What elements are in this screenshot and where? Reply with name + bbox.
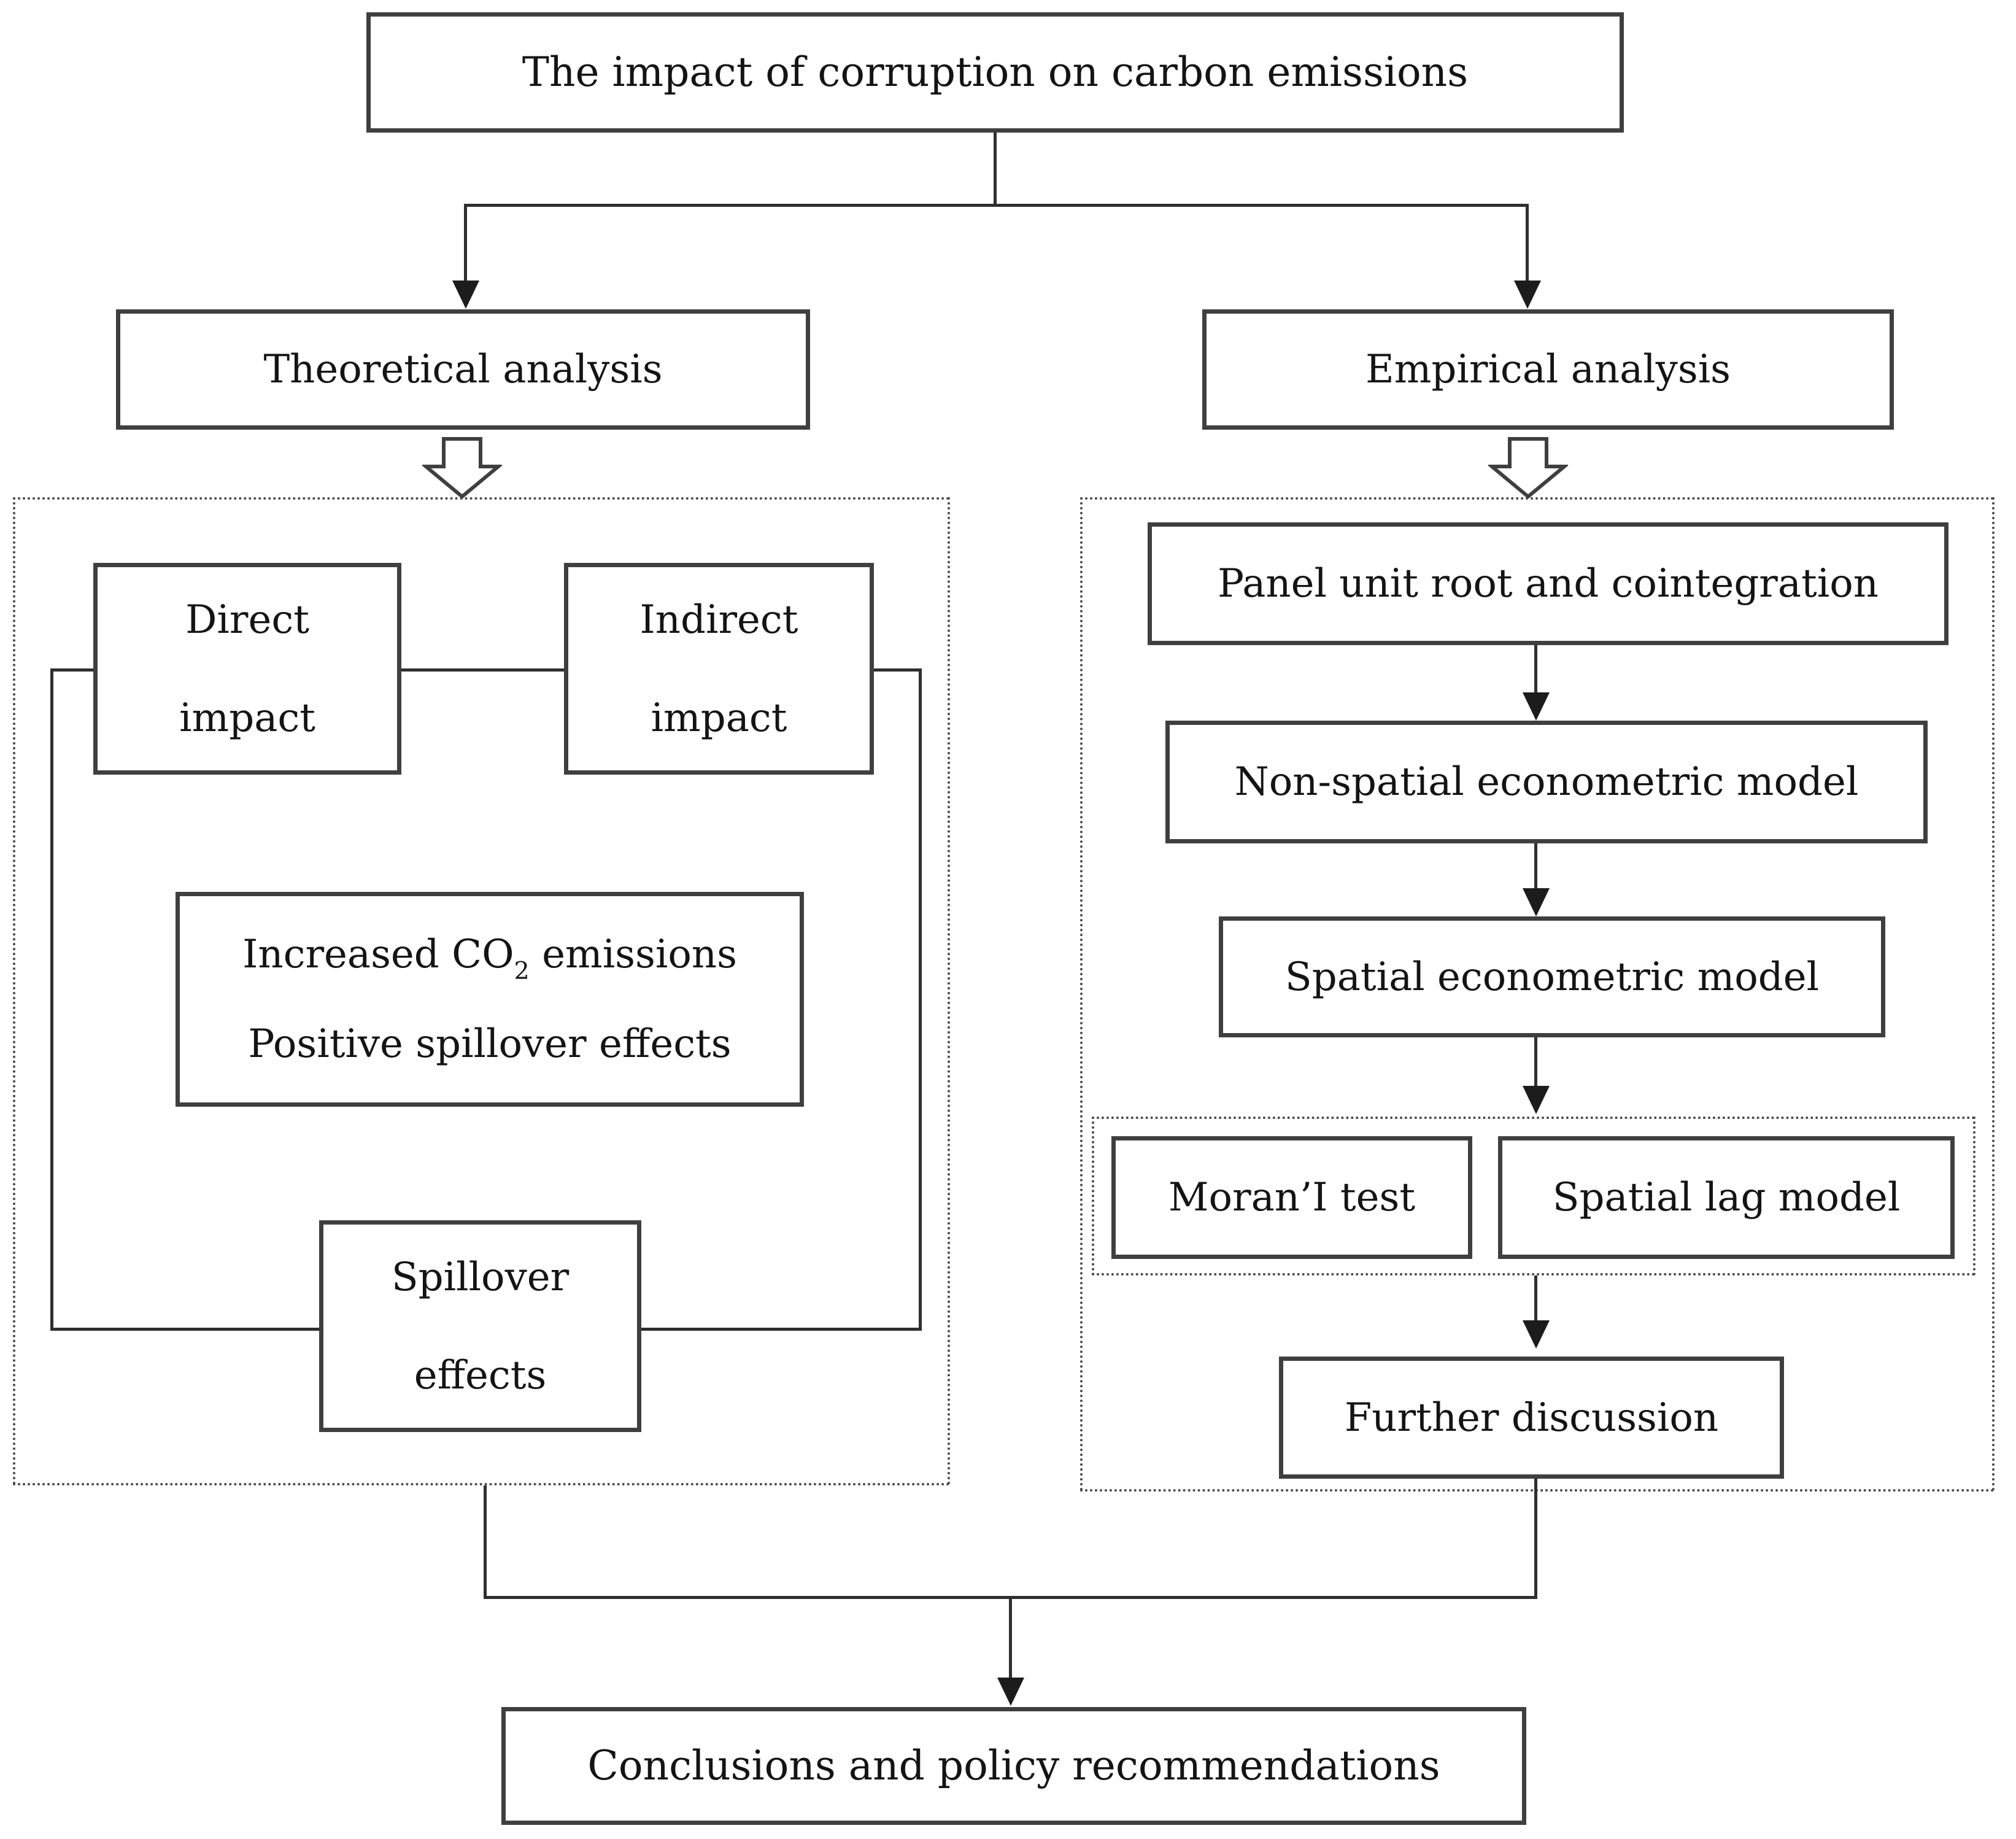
block-arrow-empirical-icon: [1488, 437, 1568, 498]
arrow-line-4: [1534, 1276, 1537, 1323]
direct-impact-label: Direct impact: [179, 597, 315, 741]
block-arrow-theoretical-icon: [422, 437, 502, 498]
connector-right-branch-line: [1526, 204, 1529, 281]
left-lattice-seg-to-indirect: [874, 668, 922, 672]
spatial-lag-model-box: Spatial lag model: [1498, 1136, 1955, 1259]
theoretical-analysis-label: Theoretical analysis: [263, 347, 663, 392]
spillover-effects-label: Spillover effects: [391, 1254, 570, 1398]
connector-title-down: [994, 133, 997, 205]
further-discussion-label: Further discussion: [1344, 1395, 1719, 1441]
merge-line-left: [484, 1485, 487, 1599]
spatial-model-label: Spatial econometric model: [1284, 954, 1820, 1000]
connector-left-branch-line: [464, 204, 467, 281]
conclusions-box: Conclusions and policy recommendations: [501, 1707, 1526, 1825]
co2-subscript: 2: [514, 956, 530, 985]
arrow-line-2: [1534, 843, 1537, 891]
spatial-tests-container: [1092, 1117, 1975, 1276]
left-lattice-seg-to-direct: [50, 668, 93, 672]
further-discussion-box: Further discussion: [1279, 1357, 1784, 1479]
spillover-effects-box: Spillover effects: [319, 1220, 641, 1432]
left-lattice-seg-to-spillover-left: [50, 1328, 319, 1331]
panel-unit-root-box: Panel unit root and cointegration: [1148, 522, 1948, 645]
spatial-model-box: Spatial econometric model: [1219, 916, 1885, 1037]
arrowhead-3: [1523, 1086, 1550, 1114]
co2-emissions-box: Increased CO2 emissions Positive spillov…: [176, 892, 804, 1107]
merge-arrow-line: [1009, 1596, 1012, 1679]
left-lattice-vertical-left: [50, 668, 53, 1331]
moran-test-box: Moran’I test: [1111, 1136, 1472, 1259]
empirical-analysis-label: Empirical analysis: [1365, 347, 1731, 392]
direct-impact-box: Direct impact: [93, 563, 401, 775]
arrowhead-left-branch: [452, 281, 479, 309]
left-lattice-seg-to-spillover-right: [641, 1328, 922, 1331]
empirical-analysis-box: Empirical analysis: [1202, 309, 1894, 430]
arrowhead-2: [1523, 888, 1550, 916]
conclusions-label: Conclusions and policy recommendations: [587, 1741, 1440, 1789]
merge-line-right: [1534, 1479, 1537, 1599]
arrowhead-right-branch: [1514, 281, 1541, 309]
arrowhead-1: [1523, 692, 1550, 721]
co2-emissions-label: Increased CO2 emissions Positive spillov…: [242, 932, 737, 1067]
indirect-impact-label: Indirect impact: [639, 597, 798, 741]
left-lattice-vertical-right: [919, 668, 922, 1331]
title-text: The impact of corruption on carbon emiss…: [522, 48, 1469, 96]
theoretical-analysis-box: Theoretical analysis: [116, 309, 810, 430]
left-lattice-seg-between: [401, 668, 564, 672]
arrow-line-1: [1534, 645, 1537, 695]
arrowhead-4: [1523, 1320, 1550, 1349]
title-box: The impact of corruption on carbon emiss…: [366, 12, 1624, 133]
arrow-line-3: [1534, 1037, 1537, 1089]
non-spatial-model-box: Non-spatial econometric model: [1165, 721, 1928, 843]
connector-split-horizontal: [464, 204, 1528, 207]
panel-unit-root-label: Panel unit root and cointegration: [1218, 561, 1879, 606]
theoretical-group-container: [13, 497, 950, 1485]
moran-test-label: Moran’I test: [1168, 1175, 1416, 1220]
indirect-impact-box: Indirect impact: [564, 563, 874, 775]
spatial-lag-model-label: Spatial lag model: [1552, 1175, 1901, 1220]
non-spatial-model-label: Non-spatial econometric model: [1234, 759, 1859, 805]
empirical-group-container: [1080, 497, 1995, 1492]
merge-arrowhead: [997, 1678, 1024, 1706]
